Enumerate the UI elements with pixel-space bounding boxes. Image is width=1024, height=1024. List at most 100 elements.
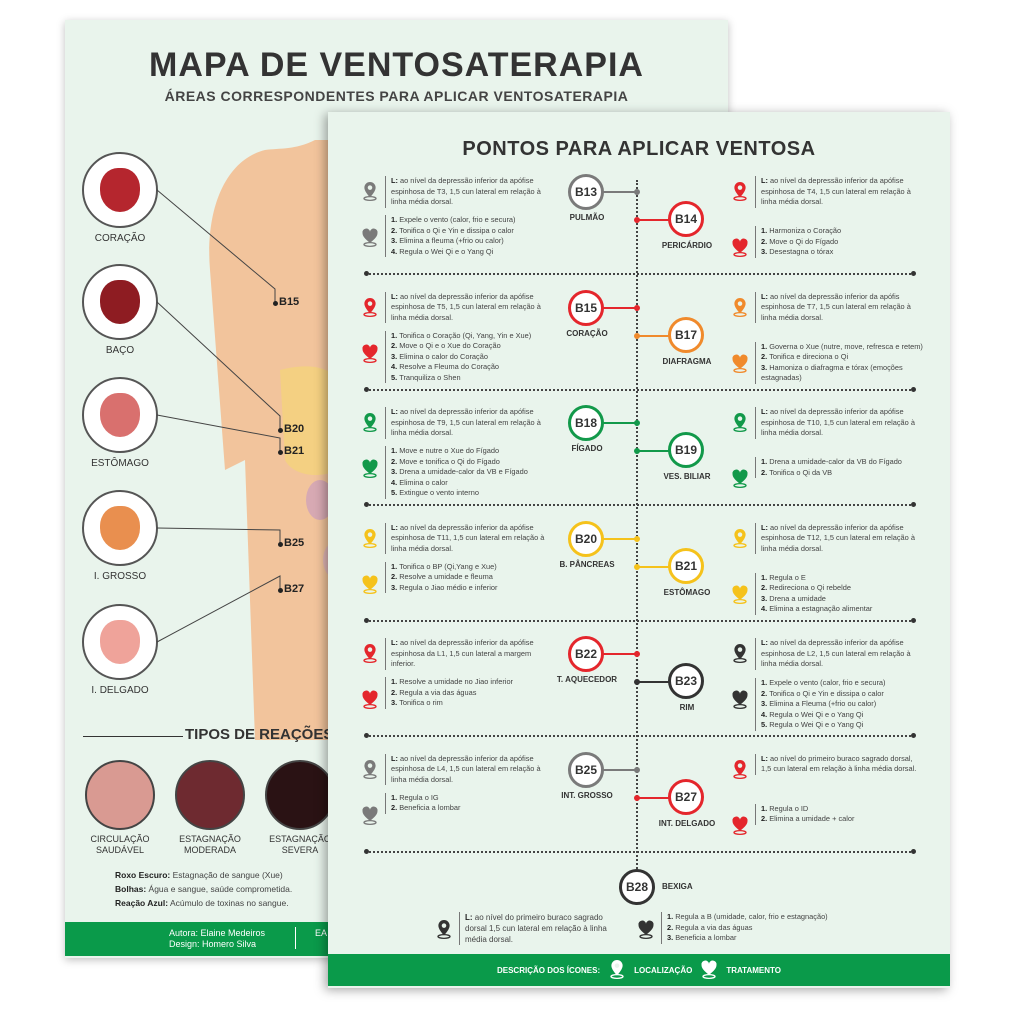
treatment-text: Regula o Wei Qi e o Yang Qi [769,709,864,719]
location-description: L: ao nível da depressão inferior da apó… [755,176,920,208]
treatment-item: 3. Elimina a fleuma (+frio ou calor) [391,236,560,247]
connector-line [638,796,678,799]
connector-dot [634,420,640,426]
treatment-text: Harmoniza o Coração [769,226,842,235]
poster-title: MAPA DE VENTOSATERAPIA [149,46,644,84]
treatment-text: Regula a B (umidade, calor, frio e estag… [675,912,828,921]
location-prefix: L: [391,176,401,185]
treatment-item: 4. Elimina a estagnação alimentar [761,604,925,615]
connector-dot [634,535,640,542]
location-text: ao nível da depressão inferior da apófis… [391,753,541,784]
treatment-text: Redireciona o Qi rebelde [769,583,851,592]
location-pin-icon [731,642,749,664]
location-prefix: L: [391,291,401,301]
connector-line [586,653,636,655]
treatment-text: Hamoniza o diafragma e tórax (emoções es… [761,362,903,383]
treatment-text: Resolve a umidade e fleuma [399,572,493,581]
treatment-item: 4. Regula o Wei Qi e o Yang Qi [391,247,560,258]
location-pin-icon [361,642,379,664]
body-point-dot [278,428,283,433]
treatment-number: 3. [761,362,770,372]
treatment-item: 4. Resolve a Fleuma do Coração [391,362,560,373]
heart-treatment-icon [361,804,379,826]
reactions-title: TIPOS DE REAÇÕES [185,726,334,743]
treatment-text: Tonifica o Qi e Yin e dissipa o calor [769,688,884,698]
organ-shape [100,393,140,437]
organ-connector [156,527,281,544]
treatment-text: Move o Qi e o Xue do Coração [399,341,501,350]
point-badge-b21: B21 [668,547,704,584]
treatment-item: 1. Expele o vento (calor, frio e secura) [391,215,560,226]
treatment-number: 3. [761,593,770,603]
treatment-item: 2. Redireciona o Qi rebelde [761,583,925,594]
organ-shape [100,620,140,664]
treatment-item: 2. Regula a via das águas [391,688,560,699]
connector-dot [634,679,640,685]
heart-treatment-icon [731,583,749,605]
treatment-item: 1. Tonifica o BP (Qi,Yang e Xue) [391,562,560,573]
heart-treatment-icon [637,918,655,940]
reaction-note: Reação Azul: Acúmulo de toxinas no sangu… [115,896,292,910]
location-text: ao nível da depressão inferior da apófis… [761,638,911,668]
body-point-label: B25 [284,537,305,549]
point-name: CORAÇÃO [566,328,608,338]
center-dotted-line [636,180,638,880]
location-pin-icon [731,296,749,318]
treatment-item: 1. Regula o ID [761,804,925,815]
section-divider [364,617,916,623]
legend-location: LOCALIZAÇÃO [634,965,693,975]
treatment-list: 1. Expele o vento (calor, frio e secura)… [755,678,925,731]
treatment-text: Drena a umidade [769,593,826,603]
point-name: ESTÔMAGO [663,587,711,597]
treatment-number: 1. [391,330,400,340]
treatment-number: 5. [761,720,770,729]
treatment-number: 2. [761,467,770,477]
body-point-dot [273,301,278,306]
treatment-number: 4. [391,362,400,371]
treatment-number: 4. [761,709,770,719]
treatment-item: 3. Drena a umidade [761,594,925,605]
connector-dot [634,448,640,454]
heart-treatment-icon [361,573,379,595]
treatment-number: 1. [667,912,676,921]
point-badge-b20: B20 [568,520,604,557]
connector-line [638,219,678,221]
connector-line [586,191,636,193]
treatment-number: 1. [761,457,770,466]
author-credit: Autora: Elaine Medeiros [169,928,266,938]
treatment-number: 2. [391,225,400,235]
treatment-item: 3. Regula o Jiao médio e inferior [391,583,560,594]
location-pin-icon [361,527,379,549]
point-badge-b22: B22 [568,636,604,672]
point-name: RIM [679,703,695,712]
point-name: FÍGADO [571,444,603,453]
treatment-number: 3. [391,582,400,592]
note-term: Bolhas: [115,884,147,894]
treatment-text: Regula o Wei Qi e o Yang Qi [769,720,864,729]
front-title: PONTOS PARA APLICAR VENTOSA [462,138,816,160]
location-prefix: L: [761,522,771,532]
legend-label: DESCRIÇÃO DOS ÍCONES: [496,965,601,975]
point-badge-b23: B23 [668,663,704,699]
treatment-number: 1. [391,792,400,802]
location-pin-icon [361,180,379,202]
location-prefix: L: [465,913,475,922]
section-divider [364,271,916,276]
treatment-list: 1. Expele o vento (calor, frio e secura)… [385,215,560,257]
treatment-text: Resolve a Fleuma do Coração [399,362,500,371]
organ-illustration [82,377,158,453]
heart-treatment-icon [700,958,718,982]
treatment-text: Resolve a umidade no Jiao inferior [399,677,514,686]
connector-line [638,334,678,337]
treatment-item: 2. Regula a via das águas [667,923,901,934]
location-pin-icon [731,527,749,549]
icon-legend-footer: DESCRIÇÃO DOS ÍCONES: LOCALIZAÇÃO TRATAM… [328,954,950,986]
reactions-divider [83,736,183,737]
reaction-label-line2: MODERADA [183,845,236,855]
body-point-dot [278,588,283,593]
treatment-number: 2. [667,922,676,932]
location-description: L: ao nível da depressão inferior da apó… [755,407,920,439]
location-description: L: ao nível da depressão inferior da apó… [385,176,555,208]
